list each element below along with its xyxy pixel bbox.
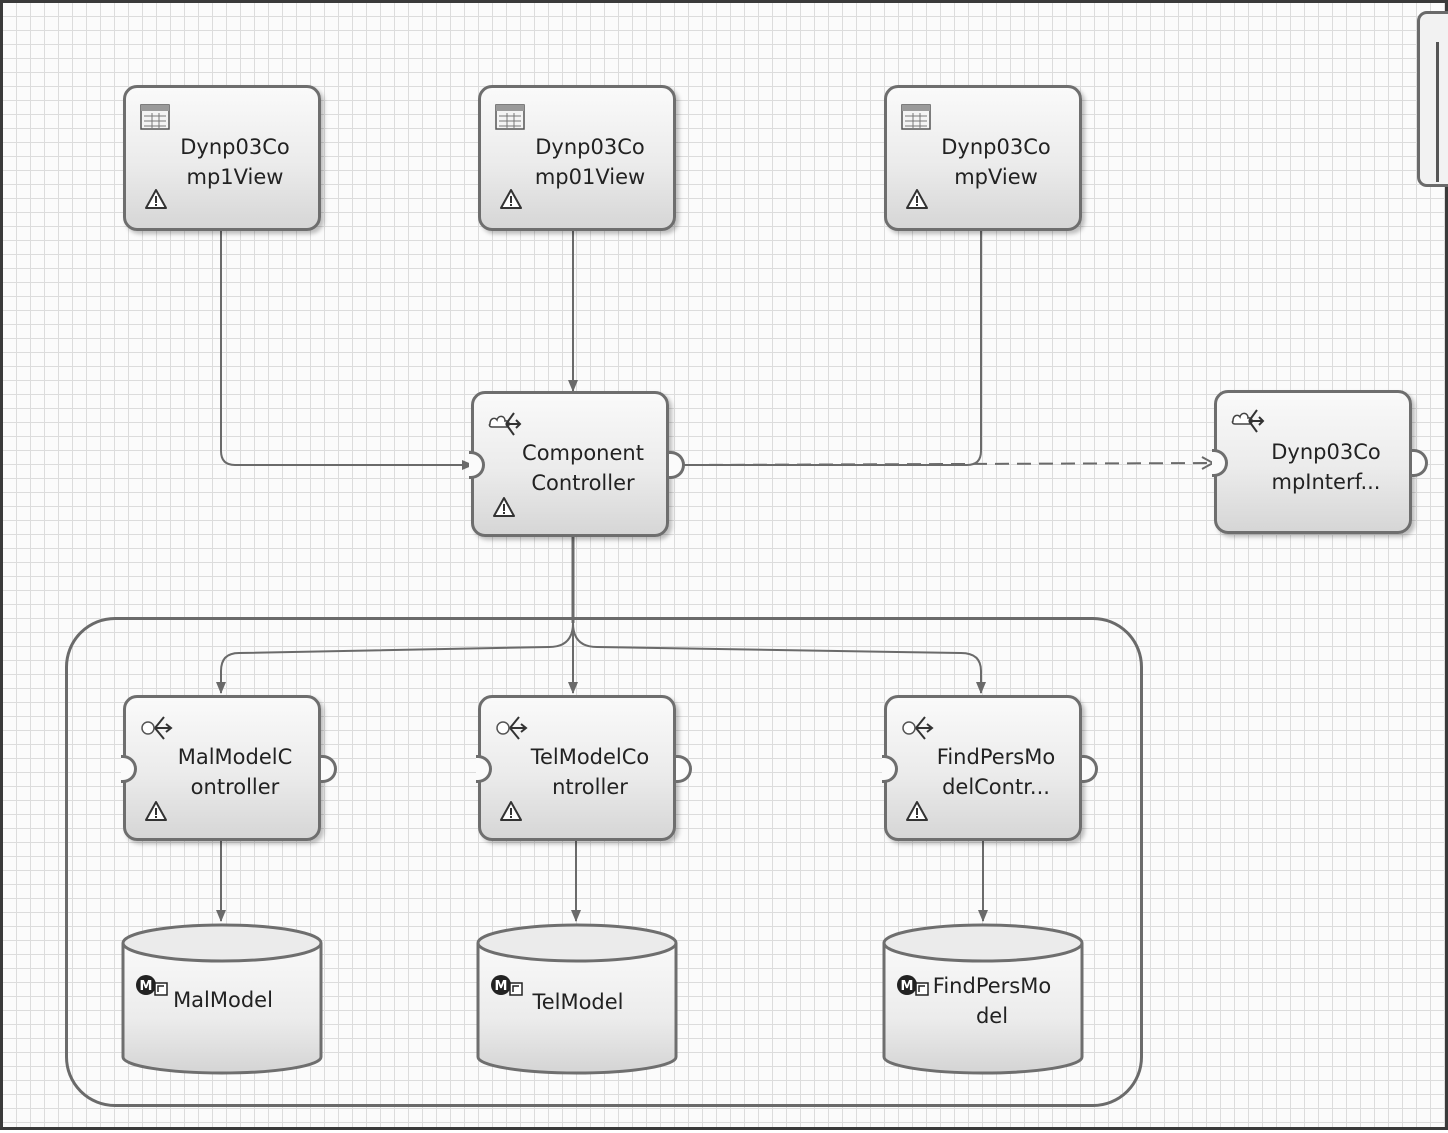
warning-icon (145, 801, 167, 821)
model-group-frame (65, 617, 1143, 1107)
controller-label: Component Controller (522, 441, 644, 495)
interface-controller-node[interactable]: Dynp03Co mpInterf... (1214, 390, 1412, 534)
mc1-input-port[interactable] (121, 755, 137, 783)
model-node-findpersmodel[interactable]: M FindPersMo del (880, 921, 1086, 1083)
cylinder-shape (882, 923, 1084, 1075)
svg-text:M: M (140, 979, 153, 994)
controller-icon (1231, 409, 1265, 433)
model-controller-label: FindPersMo delContr... (936, 745, 1056, 799)
interface-label: Dynp03Co mpInterf... (1271, 440, 1381, 494)
model-node-malmodel[interactable]: M MalModel (119, 921, 325, 1083)
controller-input-port[interactable] (469, 451, 485, 479)
model-controller-label: TelModelCo ntroller (530, 745, 650, 799)
warning-icon (906, 189, 928, 209)
component-controller-node[interactable]: Component Controller (471, 391, 669, 537)
interface-input-port[interactable] (1212, 449, 1228, 477)
window-icon (901, 104, 931, 130)
view-node-dynp03compview[interactable]: Dynp03Co mpView (884, 85, 1082, 231)
edge-controller-to-mc1[interactable] (216, 622, 574, 694)
controller-icon (488, 412, 522, 436)
model-controller-icon (141, 716, 173, 740)
model-controller-node-telmodelcontroller[interactable]: TelModelCo ntroller (478, 695, 676, 841)
warning-icon (906, 801, 928, 821)
overview-panel-edge[interactable] (1417, 11, 1448, 187)
model-node-telmodel[interactable]: M TelModel (474, 921, 680, 1083)
model-label: MalModel (173, 988, 273, 1012)
view-label: Dynp03Co mp01View (534, 135, 646, 189)
edge-view3-to-controller[interactable] (672, 231, 982, 470)
window-icon (495, 104, 525, 130)
cylinder-shape (121, 923, 323, 1075)
edge-layer (216, 231, 1448, 922)
svg-text:M: M (901, 979, 914, 994)
window-icon (140, 104, 170, 130)
svg-text:M: M (495, 979, 508, 994)
model-controller-node-malmodelcontroller[interactable]: MalModelC ontroller (123, 695, 321, 841)
model-controller-icon (496, 716, 528, 740)
model-label: FindPersMo del (932, 974, 1052, 1028)
edge-view1-to-controller[interactable] (220, 231, 474, 470)
view-node-dynp03comp1view[interactable]: Dynp03Co mp1View (123, 85, 321, 231)
view-node-dynp03comp01view[interactable]: Dynp03Co mp01View (478, 85, 676, 231)
view-label: Dynp03Co mpView (941, 135, 1051, 189)
model-icon: M (897, 975, 929, 996)
view-label: Dynp03Co mp1View (180, 135, 290, 189)
warning-icon (500, 189, 522, 209)
warning-icon (493, 497, 515, 517)
model-icon: M (491, 975, 523, 996)
model-controller-label: MalModelC ontroller (177, 745, 293, 799)
edge-controller-to-mc3[interactable] (572, 622, 986, 694)
model-controller-node-findpersmodelcontroller[interactable]: FindPersMo delContr... (884, 695, 1082, 841)
model-label: TelModel (532, 990, 624, 1014)
model-icon: M (136, 975, 168, 996)
mc3-input-port[interactable] (882, 755, 898, 783)
mc2-input-port[interactable] (476, 755, 492, 783)
warning-icon (145, 189, 167, 209)
model-controller-icon (902, 716, 934, 740)
warning-icon (500, 801, 522, 821)
cylinder-shape (476, 923, 678, 1075)
